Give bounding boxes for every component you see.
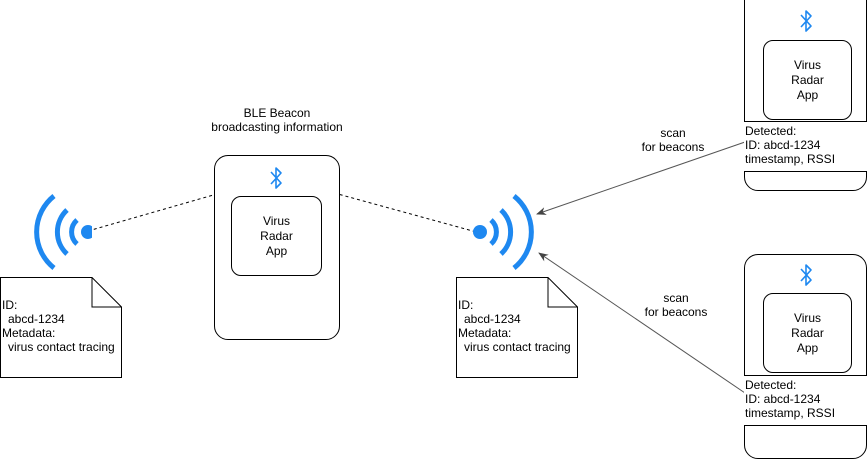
center-app-box: Virus Radar App (231, 196, 322, 276)
right-beacon-note: ID: abcd-1234 Metadata: virus contact tr… (456, 277, 578, 378)
detected-meta: timestamp, RSSI (745, 406, 836, 420)
app-label-line3: App (265, 243, 288, 258)
scan-label-bottom-line2: for beacons (644, 305, 708, 319)
app-label-line2: Radar (260, 228, 293, 243)
connector-lines (87, 141, 746, 394)
detected-id: ID: abcd-1234 (745, 392, 821, 406)
note-id-value: abcd-1234 (8, 312, 65, 326)
app-label-line1: Virus (262, 213, 291, 228)
scan-arrow-bottom (538, 252, 746, 394)
app-label-line1: Virus (793, 310, 822, 325)
detected-label: Detected: (745, 124, 797, 138)
dashed-link-right (275, 176, 481, 234)
beacon-title: BLE Beacon broadcasting information (197, 106, 357, 134)
note-id-value: abcd-1234 (464, 312, 521, 326)
left-beacon-note: ID: abcd-1234 Metadata: virus contact tr… (0, 277, 122, 378)
scan-label-bottom-line1: scan (663, 291, 689, 305)
app-label-line2: Radar (791, 72, 824, 87)
note-id-label: ID: (458, 298, 474, 312)
note-id-label: ID: (2, 298, 18, 312)
beacon-title-line1: BLE Beacon (243, 106, 311, 120)
note-meta-label: Metadata: (2, 326, 56, 340)
detected-panel-top: Detected: ID: abcd-1234 timestamp, RSSI (744, 121, 867, 172)
note-meta-value: virus contact tracing (464, 340, 571, 354)
app-label-line3: App (796, 340, 819, 355)
detected-id: ID: abcd-1234 (745, 138, 821, 152)
detected-panel-bottom: Detected: ID: abcd-1234 timestamp, RSSI (744, 375, 867, 426)
scan-label-top-line1: scan (660, 126, 686, 140)
app-label-line3: App (796, 87, 819, 102)
scan-label-bottom: scan for beacons (631, 291, 721, 319)
bottom-right-app-box: Virus Radar App (763, 293, 852, 373)
scan-label-top-line2: for beacons (641, 140, 705, 154)
detected-label: Detected: (745, 378, 797, 392)
app-label-line2: Radar (791, 325, 824, 340)
bluetooth-icon (270, 167, 282, 189)
bluetooth-icon (800, 10, 812, 32)
bluetooth-icon (800, 264, 812, 286)
broadcast-signal-icon (34, 194, 92, 270)
detected-meta: timestamp, RSSI (745, 152, 836, 166)
top-right-app-box: Virus Radar App (763, 40, 852, 120)
scan-label-top: scan for beacons (628, 126, 718, 154)
beacon-title-line2: broadcasting information (211, 120, 343, 134)
scan-arrow-top (536, 141, 746, 215)
note-meta-value: virus contact tracing (8, 340, 115, 354)
note-meta-label: Metadata: (458, 326, 512, 340)
broadcast-signal-icon (473, 194, 534, 270)
app-label-line1: Virus (793, 57, 822, 72)
